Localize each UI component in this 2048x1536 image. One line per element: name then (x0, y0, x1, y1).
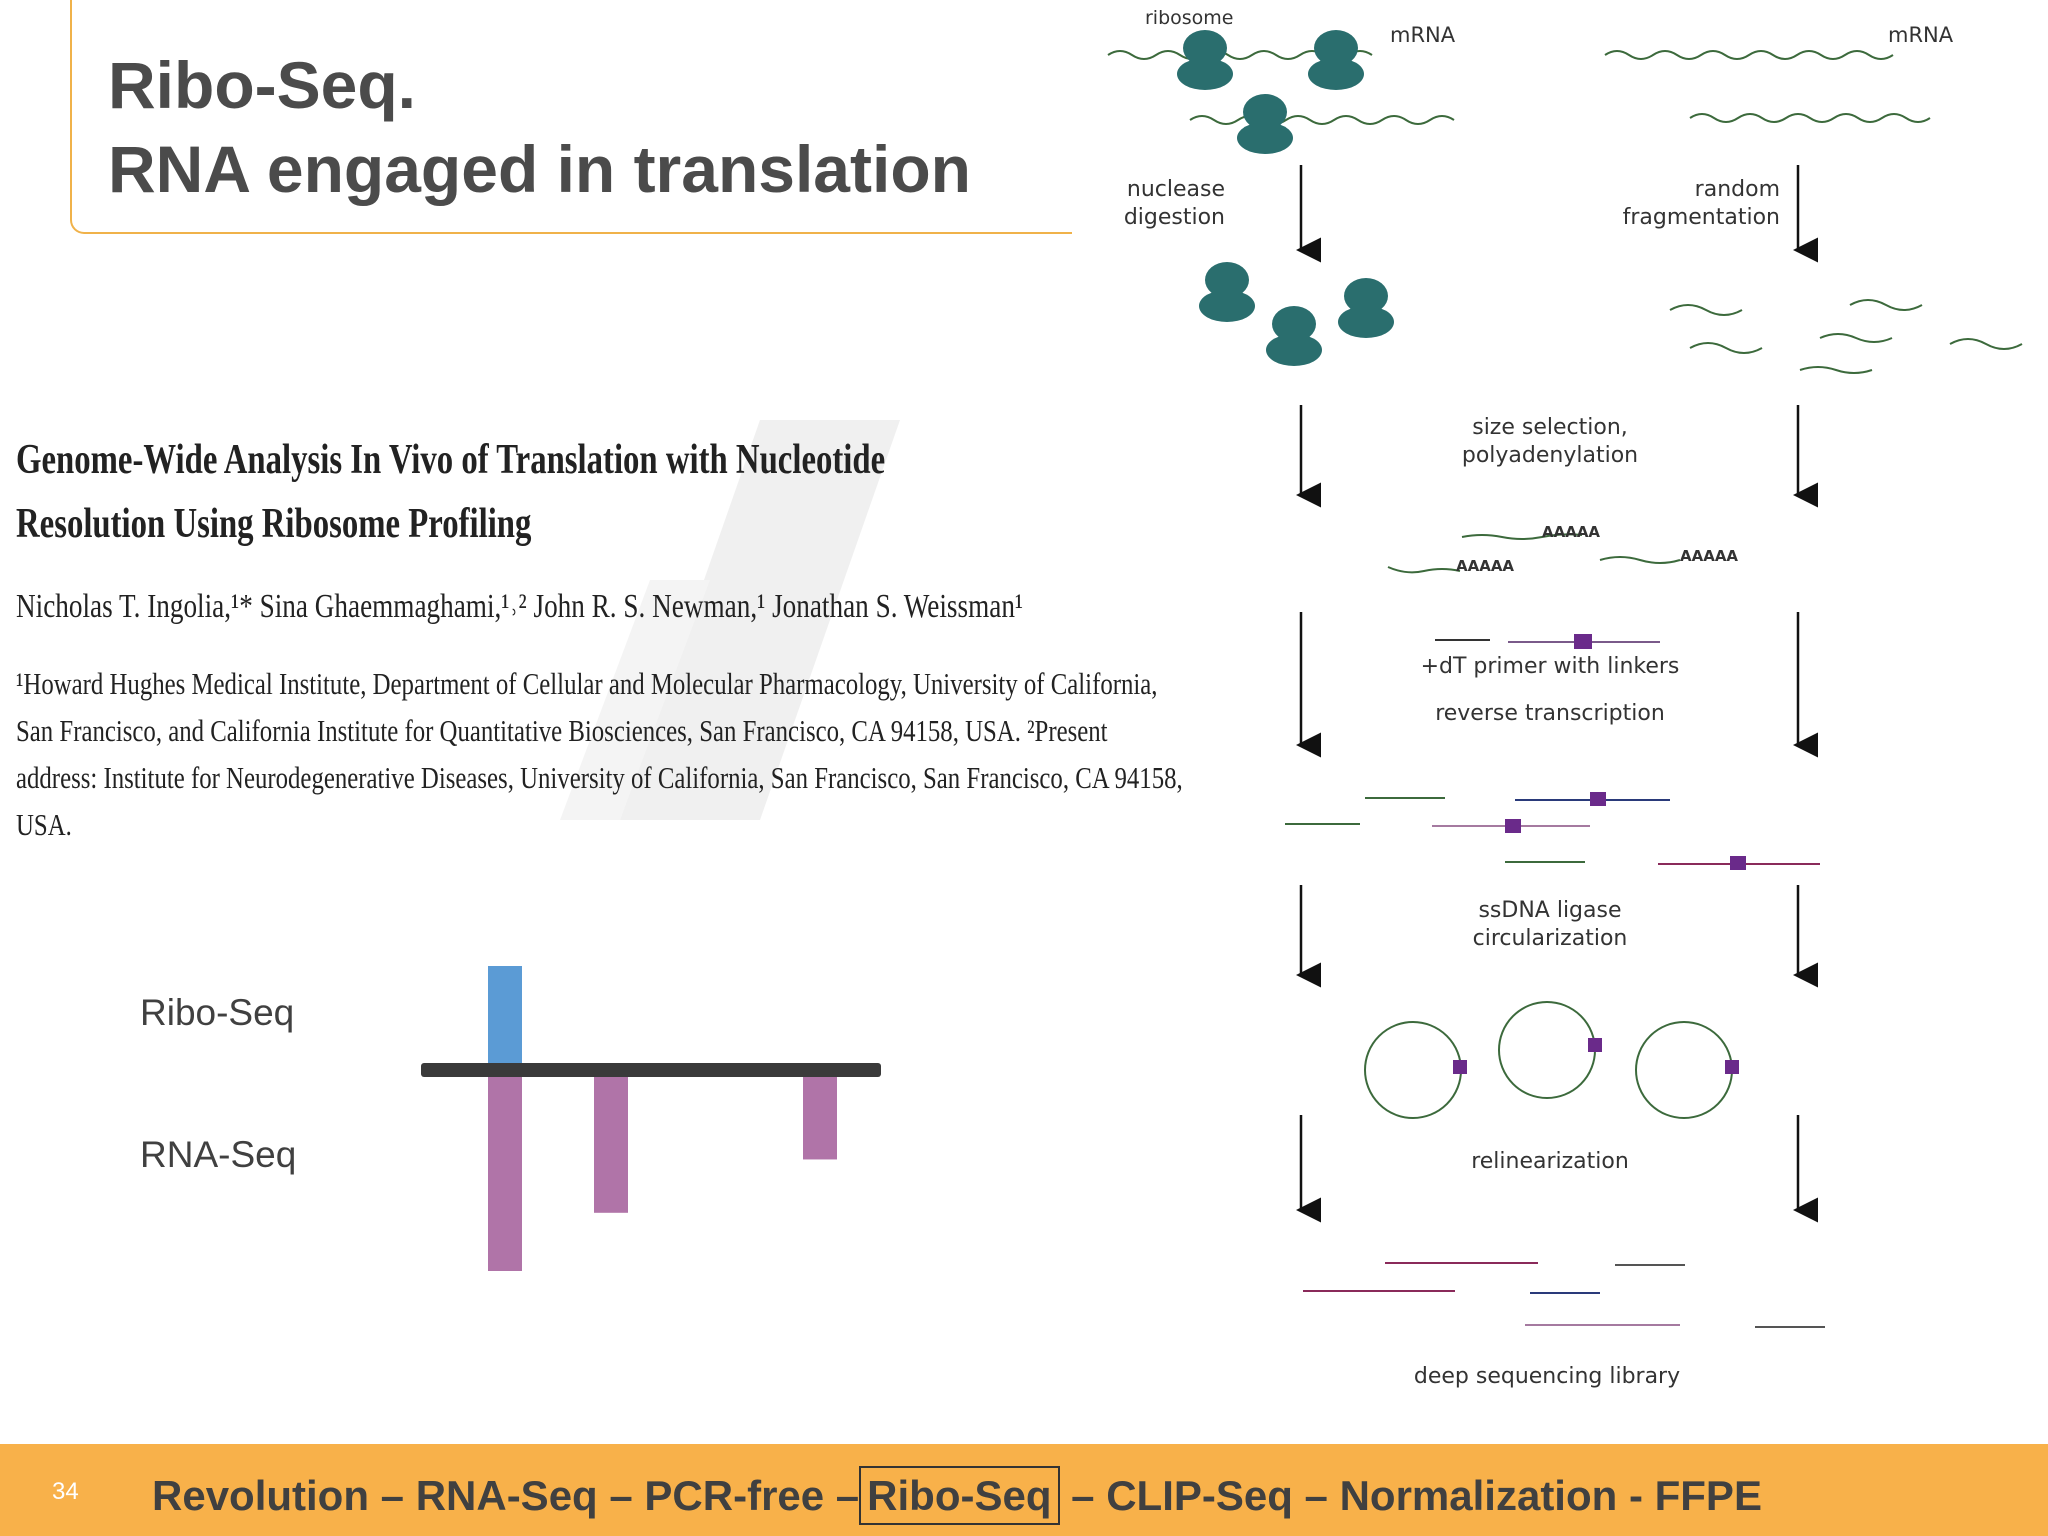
rna-fragment (1689, 342, 1763, 354)
rna-fragment (1669, 304, 1743, 316)
paper-affiliation: ¹Howard Hughes Medical Institute, Depart… (16, 666, 1183, 842)
slide-title-line2: RNA engaged in translation (108, 132, 971, 206)
ribo-seq-bar (488, 966, 522, 1063)
circular-cdna (1364, 1021, 1462, 1119)
linker-marker (1574, 634, 1592, 649)
circular-cdna (1498, 1001, 1596, 1099)
section-navigation: Revolution – RNA-Seq – PCR-free –Ribo-Se… (152, 1466, 1762, 1525)
ribo-seq-protocol-diagram: ribosome mRNA mRNA nuclease digestion ra… (1107, 7, 2023, 1389)
polya-fragment (1387, 566, 1461, 574)
linker-marker (1453, 1060, 1467, 1074)
polya-fragment (1461, 533, 1583, 540)
nav-item-rna-seq[interactable]: RNA-Seq (415, 1472, 598, 1519)
ribosome-icon (1177, 30, 1233, 90)
linker-marker (1588, 1038, 1602, 1052)
rna-seq-bar (594, 1077, 628, 1213)
gene-axis-bar (421, 1063, 881, 1077)
paper-authors: Nicholas T. Ingolia,¹* Sina Ghaemmaghami… (16, 588, 1024, 625)
linker-marker (1505, 819, 1521, 833)
rna-fragment (1949, 338, 2023, 350)
nav-item-ffpe[interactable]: FFPE (1654, 1472, 1762, 1519)
ligase-label: ssDNA ligase (1478, 898, 1621, 923)
library-label: deep sequencing library (1414, 1364, 1680, 1389)
rt-label: reverse transcription (1435, 701, 1665, 726)
rna-seq-bar (803, 1077, 837, 1160)
nav-separator: – (824, 1472, 860, 1519)
nav-separator: – (597, 1472, 645, 1519)
fragmentation-label: fragmentation (1623, 205, 1780, 230)
nav-item-revolution[interactable]: Revolution (152, 1472, 369, 1519)
ribosome-icon (1199, 262, 1255, 322)
linker-marker (1730, 856, 1746, 870)
footer-bar: 34 Revolution – RNA-Seq – PCR-free –Ribo… (0, 1444, 2048, 1536)
mrna-strand (1689, 113, 1931, 123)
ribo-seq-label: Ribo-Seq (140, 992, 295, 1033)
circular-cdna (1635, 1021, 1733, 1119)
nav-separator: – (1059, 1472, 1107, 1519)
ribosome-icon (1266, 306, 1322, 366)
primer-label: +dT primer with linkers (1421, 654, 1680, 679)
slide-title-line1: Ribo-Seq. (108, 48, 416, 122)
size-selection-label: size selection, (1472, 415, 1628, 440)
rna-seq-bar (488, 1077, 522, 1271)
nav-separator: – (1292, 1472, 1340, 1519)
page-number: 34 (52, 1478, 79, 1505)
mrna-strand (1189, 115, 1455, 125)
relinearization-label: relinearization (1471, 1149, 1629, 1174)
rna-fragment (1799, 366, 1873, 374)
nav-separator: – (369, 1472, 416, 1519)
polya-fragment (1599, 556, 1681, 564)
ribosome-icon (1237, 94, 1293, 154)
rna-seq-label: RNA-Seq (140, 1134, 297, 1175)
ribosome-icon (1338, 278, 1394, 338)
ribosome-icon (1308, 30, 1364, 90)
mrna-label-right: mRNA (1888, 23, 1954, 47)
nav-item-ribo-seq[interactable]: Ribo-Seq (859, 1466, 1060, 1525)
polya-tail: AAAAA (1680, 547, 1738, 565)
ribosome-label: ribosome (1145, 7, 1234, 29)
mrna-label-left: mRNA (1390, 23, 1456, 47)
circularization-label: circularization (1473, 926, 1628, 951)
rna-fragment (1819, 333, 1893, 343)
mrna-strand (1604, 50, 1894, 60)
rna-fragment (1849, 299, 1923, 311)
nav-item-pcr-free[interactable]: PCR-free (644, 1472, 825, 1519)
linker-marker (1725, 1060, 1739, 1074)
nuclease-label: nuclease (1127, 177, 1225, 202)
comparison-bars (421, 966, 881, 1271)
title-frame (70, 0, 1072, 234)
digestion-label: digestion (1124, 205, 1225, 230)
polyadenylation-label: polyadenylation (1462, 443, 1638, 468)
polya-tail: AAAAA (1456, 557, 1514, 575)
nav-separator: - (1617, 1472, 1655, 1519)
polya-tail: AAAAA (1542, 523, 1600, 541)
random-label: random (1695, 177, 1780, 202)
linker-marker (1590, 792, 1606, 806)
watermark-logo (560, 420, 900, 820)
paper-title: Genome-Wide Analysis In Vivo of Translat… (16, 437, 886, 547)
nav-item-normalization[interactable]: Normalization (1339, 1472, 1618, 1519)
nav-item-clip-seq[interactable]: CLIP-Seq (1106, 1472, 1293, 1519)
